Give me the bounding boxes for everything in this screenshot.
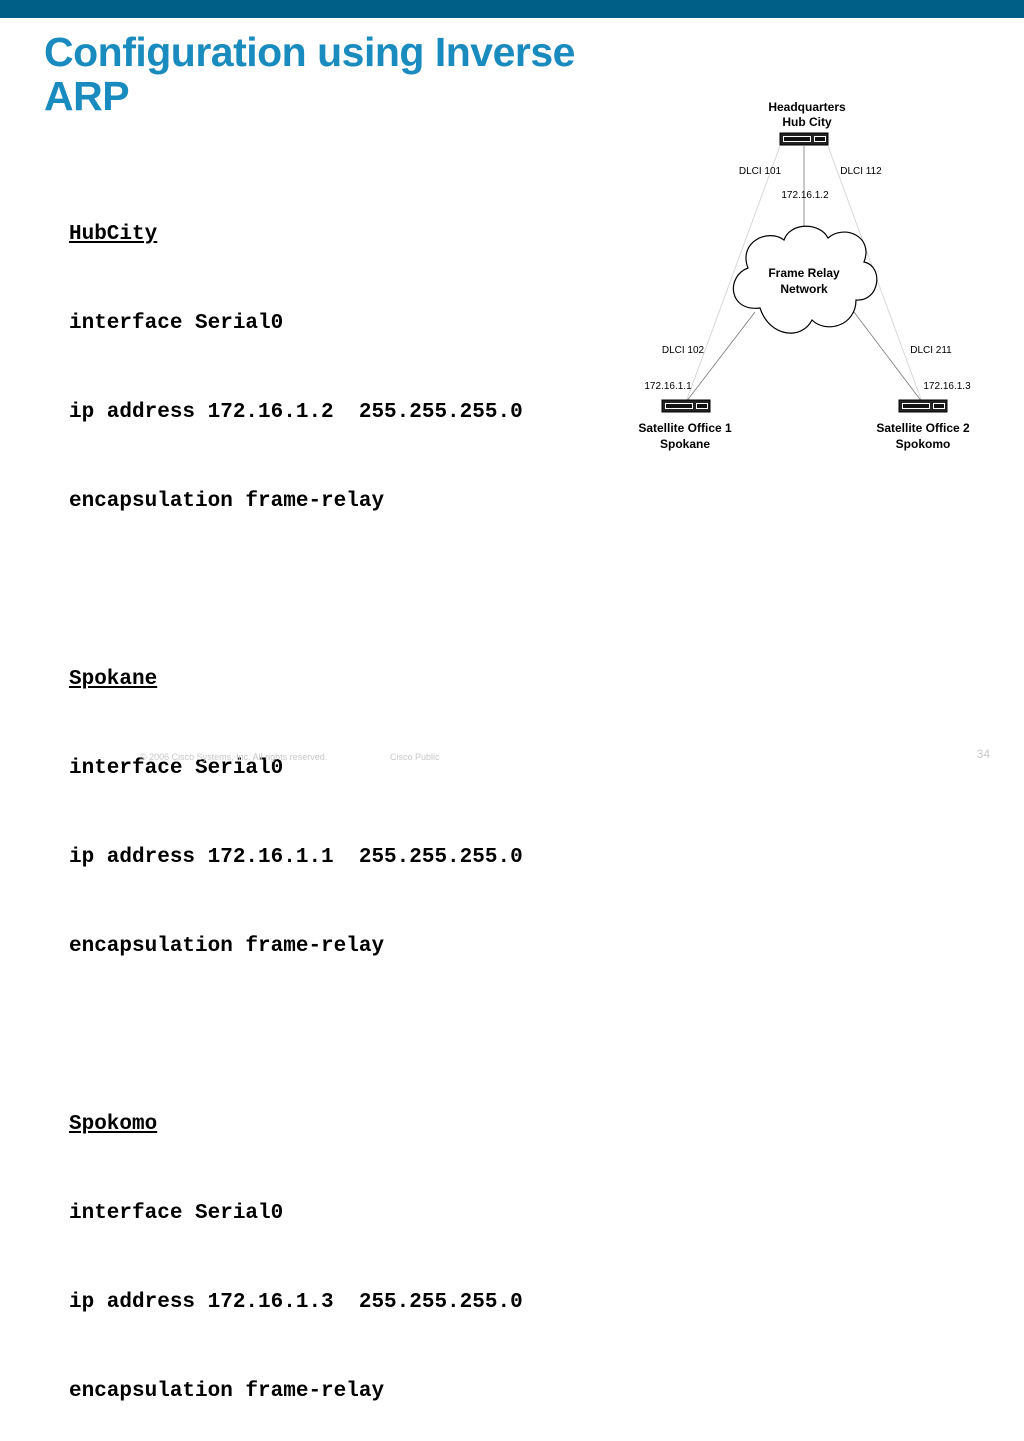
- hq-label-line-2: Hub City: [782, 115, 832, 129]
- cloud-label-line-2: Network: [780, 282, 828, 296]
- slide-title: Configuration using Inverse ARP: [44, 30, 684, 118]
- sat1-label-line-2: Spokane: [660, 437, 710, 451]
- frame-relay-diagram: Frame Relay Network Headquarters Hub Cit…: [638, 100, 971, 451]
- config-encapsulation: encapsulation frame-relay: [69, 935, 385, 958]
- config-hostname-spokomo: Spokomo: [69, 1113, 158, 1136]
- config-encapsulation: encapsulation frame-relay: [69, 490, 385, 513]
- frame-relay-cloud-icon: [732, 225, 878, 334]
- top-banner: [0, 0, 1024, 18]
- config-spacer: [69, 574, 614, 617]
- footer-copyright: © 2006 Cisco Systems, Inc. All rights re…: [140, 752, 328, 762]
- page-number: 34: [976, 747, 990, 761]
- pvc-links: [685, 146, 923, 403]
- sat2-label-line-2: Spokomo: [896, 437, 951, 451]
- spokomo-router-icon: [898, 399, 948, 413]
- config-ip-address: ip address 172.16.1.2 255.255.255.0: [69, 401, 523, 424]
- title-line-1: Configuration using Inverse: [44, 29, 575, 75]
- config-interface: interface Serial0: [69, 1202, 284, 1225]
- dlci-label-right: DLCI 211: [910, 345, 952, 356]
- dlci-label-hq-left: DLCI 101: [739, 166, 782, 177]
- sat2-label-line-1: Satellite Office 2: [876, 421, 970, 435]
- sat1-label-line-1: Satellite Office 1: [638, 421, 732, 435]
- ip-label-hq: 172.16.1.2: [781, 190, 829, 201]
- hq-label-line-1: Headquarters: [768, 100, 846, 114]
- dlci-label-hq-right: DLCI 112: [840, 166, 882, 177]
- config-ip-address: ip address 172.16.1.3 255.255.255.0: [69, 1291, 523, 1314]
- ip-label-left: 172.16.1.1: [644, 381, 692, 392]
- config-interface: interface Serial0: [69, 312, 284, 335]
- footer-classification: Cisco Public: [390, 752, 440, 762]
- title-line-2: ARP: [44, 73, 130, 119]
- config-hostname-spokane: Spokane: [69, 668, 158, 691]
- config-encapsulation: encapsulation frame-relay: [69, 1380, 385, 1403]
- dlci-label-left: DLCI 102: [662, 345, 705, 356]
- ip-label-right: 172.16.1.3: [923, 381, 971, 392]
- hq-router-icon: [779, 132, 829, 146]
- config-spacer: [69, 1019, 614, 1062]
- config-hostname-hubcity: HubCity: [69, 223, 158, 246]
- cloud-label-line-1: Frame Relay: [768, 266, 840, 280]
- router-config: HubCity interface Serial0 ip address 172…: [69, 172, 614, 1441]
- spokane-router-icon: [661, 399, 711, 413]
- config-ip-address: ip address 172.16.1.1 255.255.255.0: [69, 846, 523, 869]
